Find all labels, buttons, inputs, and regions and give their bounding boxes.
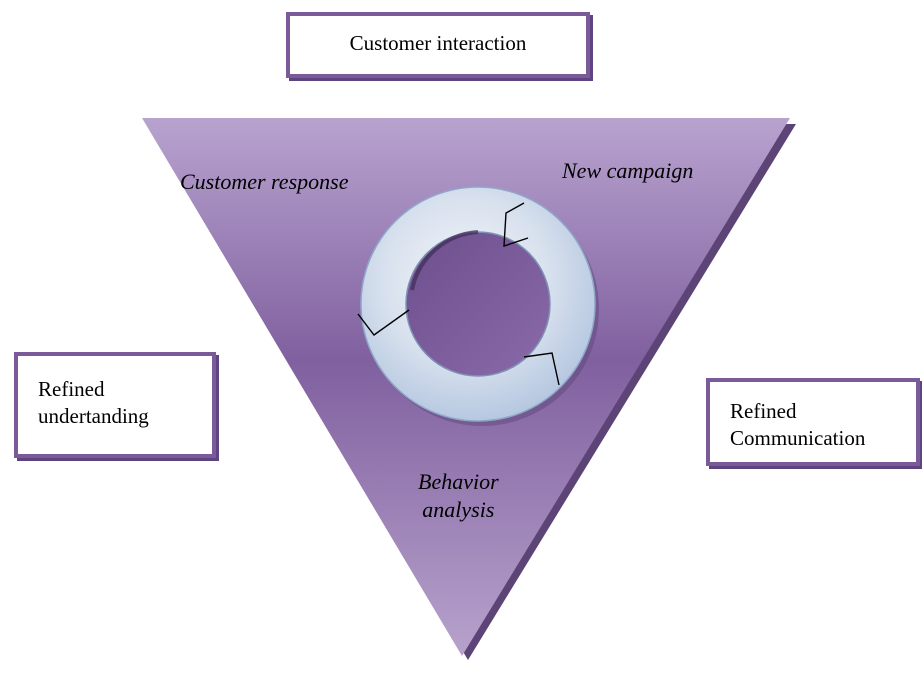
- arrow-marker-top: [503, 202, 529, 247]
- refined-understanding-line-1: Refined: [38, 377, 105, 401]
- ring-hole-shadow: [410, 230, 479, 291]
- customer-interaction-text: Customer interaction: [349, 31, 527, 55]
- new-campaign-label: New campaign: [562, 158, 694, 183]
- cycle-arrows: [357, 202, 560, 386]
- behavior-analysis-line-1: Behavior: [418, 469, 499, 494]
- behavior-analysis-line-2: analysis: [422, 497, 495, 522]
- refined-communication-line-1: Refined: [730, 399, 797, 423]
- arrow-marker-left: [357, 309, 410, 336]
- refined-communication-line-2: Communication: [730, 426, 866, 450]
- refined-understanding-box: Refined undertanding: [14, 352, 216, 458]
- refined-communication-box: Refined Communication: [706, 378, 920, 466]
- arrow-marker-right: [523, 352, 560, 386]
- behavior-analysis-label: Behavior analysis: [418, 468, 499, 524]
- refined-understanding-line-2: undertanding: [38, 404, 149, 428]
- customer-interaction-box: Customer interaction: [286, 12, 590, 78]
- ring-hole: [405, 231, 551, 377]
- cycle-ring: [360, 186, 599, 426]
- customer-response-label: Customer response: [180, 169, 349, 194]
